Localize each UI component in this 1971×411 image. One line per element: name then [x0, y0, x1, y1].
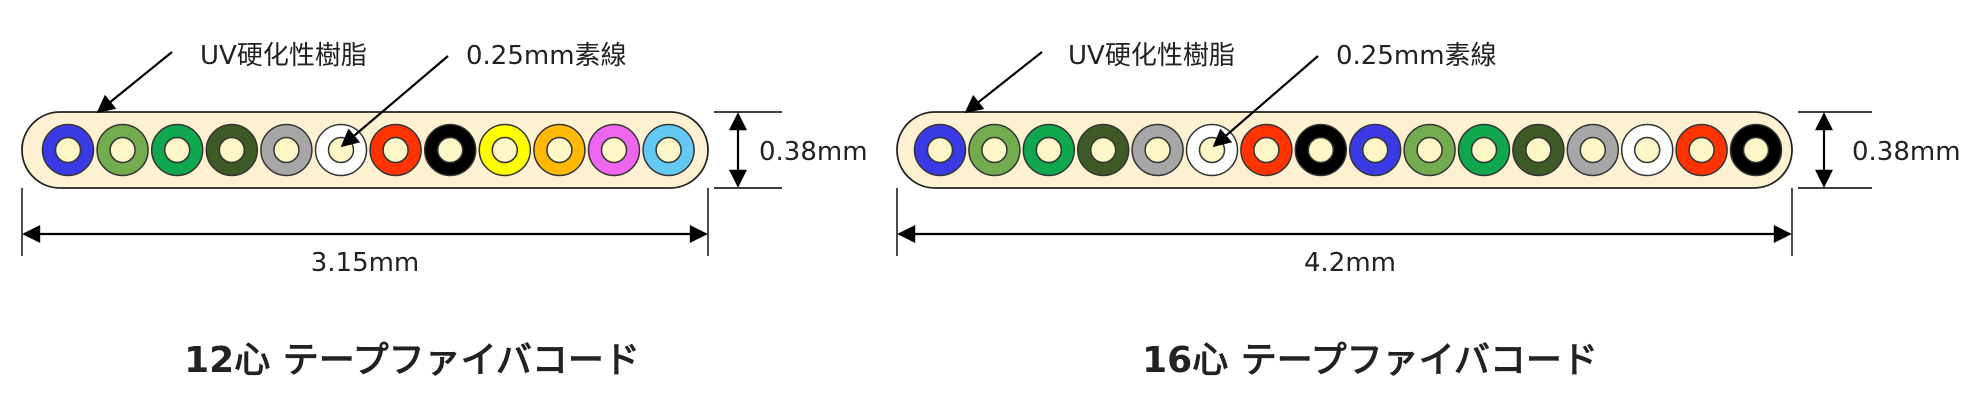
fiber-core [218, 136, 246, 164]
fiber-core [436, 136, 464, 164]
fiber-core [1416, 136, 1443, 164]
ribbon-16-fiber-4 [1076, 123, 1130, 177]
ribbon-12-fiber-12 [642, 123, 695, 177]
fiber-core [491, 136, 519, 164]
fiber-core [163, 136, 191, 164]
ribbon-16-fiber-leader [1212, 55, 1319, 148]
fiber-core [109, 136, 136, 164]
fiber-core [54, 136, 82, 164]
fiber-core [1579, 136, 1607, 164]
ribbon-12-fiber-4 [205, 123, 259, 177]
ribbon-16-thickness-label: 0.38mm [1852, 137, 1961, 167]
ribbon-12-thickness-label: 0.38mm [759, 137, 868, 167]
ribbon-16-fiber-3 [1022, 123, 1076, 177]
ribbon-12-fiber-9 [478, 123, 532, 177]
fiber-core [1361, 136, 1389, 164]
ribbon-16-fiber-label: 0.25mm素線 [1336, 41, 1497, 71]
ribbon-16-fiber-2 [968, 123, 1021, 177]
ribbon-12-fiber-7 [369, 123, 422, 177]
fiber-core [1144, 136, 1171, 164]
ribbon-12-fiber-1 [41, 123, 95, 177]
ribbon-16-fiber-16 [1729, 123, 1783, 177]
fiber-core [981, 136, 1008, 164]
fiber-core [382, 136, 409, 164]
ribbon-12-width-label: 3.15mm [311, 248, 420, 278]
ribbon-12-fiber-label: 0.25mm素線 [466, 41, 627, 71]
ribbon-16-coating-leader [964, 51, 1043, 114]
ribbon-12-coating-leader [96, 51, 173, 114]
ribbon-16-fiber-10 [1403, 123, 1456, 177]
ribbon-16: UV硬化性樹脂 0.25mm素線 0.38mm 4.2mm 16心 テープファイ… [896, 41, 1961, 381]
fiber-core [546, 136, 573, 164]
fiber-core [327, 136, 355, 164]
ribbon-12-fiber-10 [533, 123, 586, 177]
ribbon-16-fiber-5 [1131, 123, 1184, 177]
ribbon-12-coating-label: UV硬化性樹脂 [200, 41, 367, 71]
fiber-core [1470, 136, 1498, 164]
fiber-core [1742, 136, 1770, 164]
ribbon-12-fiber-8 [423, 123, 477, 177]
fiber-core [1633, 136, 1661, 164]
fiber-core [655, 136, 682, 164]
fiber-core [273, 136, 300, 164]
ribbon-16-fiber-9 [1348, 123, 1402, 177]
ribbon-16-fiber-15 [1675, 123, 1728, 177]
fiber-core [1089, 136, 1117, 164]
ribbon-16-title: 16心 テープファイバコード [1142, 340, 1598, 381]
ribbon-16-fibers [913, 123, 1783, 177]
ribbon-16-fiber-7 [1240, 123, 1293, 177]
ribbon-12-fiber-3 [150, 123, 204, 177]
fiber-core [1307, 136, 1335, 164]
ribbon-16-fiber-13 [1566, 123, 1620, 177]
ribbon-16-fiber-1 [913, 123, 967, 177]
ribbon-16-fiber-11 [1457, 123, 1511, 177]
ribbon-16-fiber-8 [1294, 123, 1348, 177]
ribbon-12: UV硬化性樹脂 0.25mm素線 0.38mm 3.15mm 12心 テープファ… [21, 41, 868, 381]
fiber-core [926, 136, 954, 164]
ribbon-12-title: 12心 テープファイバコード [184, 340, 640, 381]
ribbon-12-fibers [41, 123, 695, 177]
fiber-core [1688, 136, 1715, 164]
ribbon-16-fiber-12 [1512, 123, 1565, 177]
fiber-core [1253, 136, 1280, 164]
ribbon-12-fiber-11 [587, 123, 641, 177]
ribbon-12-fiber-2 [96, 123, 149, 177]
ribbon-16-fiber-14 [1620, 123, 1674, 177]
fiber-core [600, 136, 628, 164]
ribbon-16-width-label: 4.2mm [1304, 248, 1396, 278]
fiber-core [1035, 136, 1063, 164]
ribbon-16-coating-label: UV硬化性樹脂 [1068, 41, 1235, 71]
ribbon-12-fiber-leader [340, 55, 449, 148]
ribbon-12-fiber-5 [260, 123, 313, 177]
fiber-core [1525, 136, 1552, 164]
